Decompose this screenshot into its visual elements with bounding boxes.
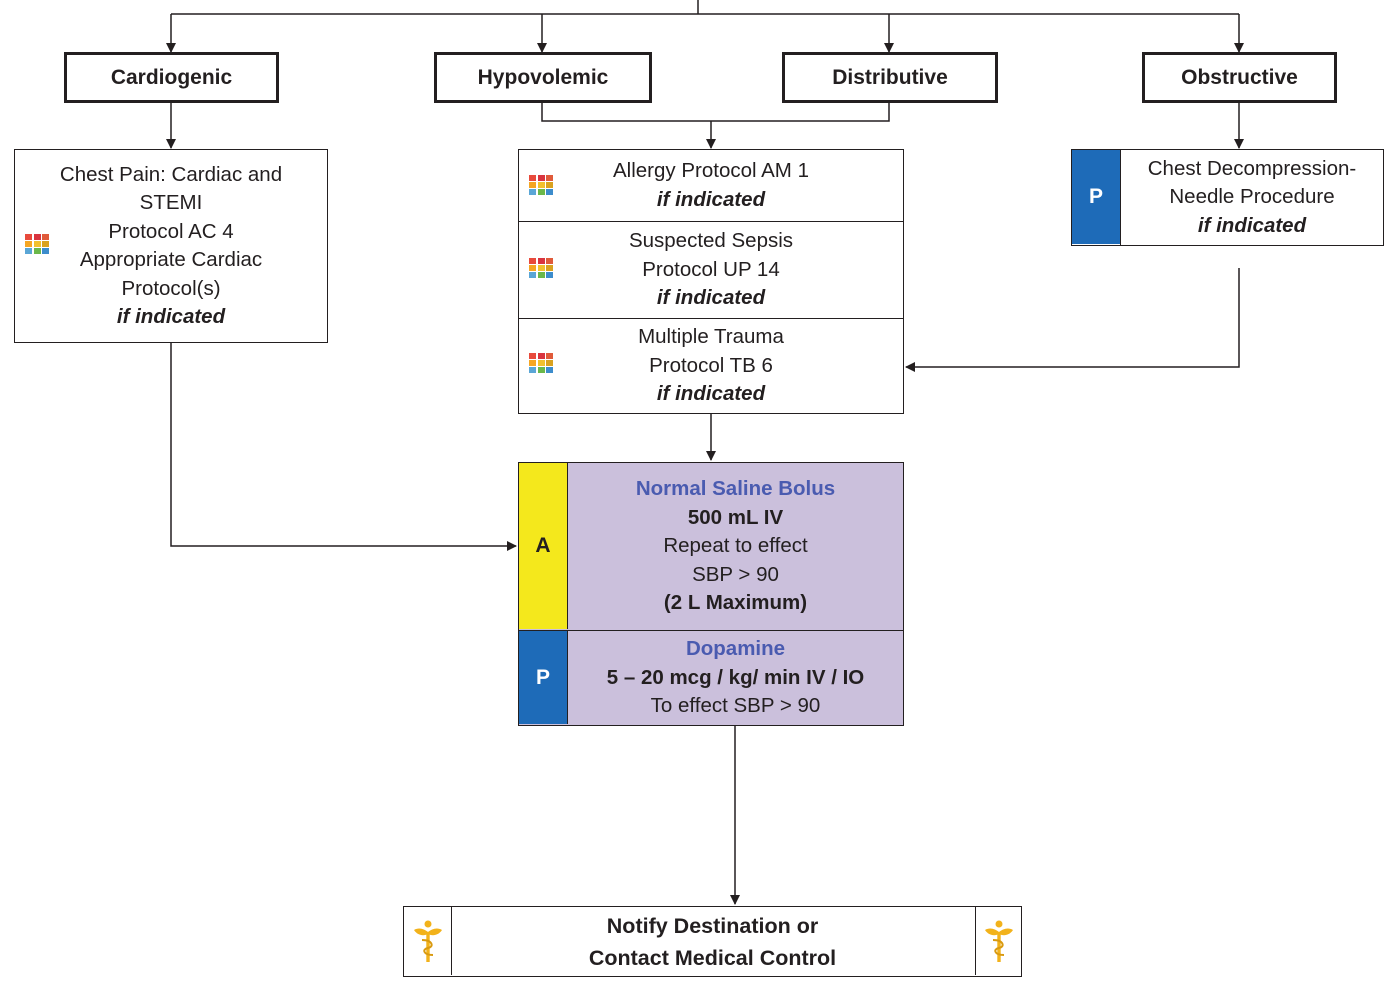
provider-level-a-badge: A <box>519 463 568 629</box>
trauma-line-1: Multiple Trauma <box>638 325 784 349</box>
saline-title: Normal Saline Bolus <box>635 477 836 501</box>
notify-line-2: Contact Medical Control <box>588 945 837 970</box>
allergy-protocol-box: Allergy Protocol AM 1 if indicated <box>518 149 904 222</box>
trauma-protocol-box: Multiple Trauma Protocol TB 6 if indicat… <box>518 318 904 414</box>
arrow-decompression-to-trauma <box>905 268 1240 372</box>
category-hypovolemic: Hypovolemic <box>434 52 652 103</box>
protocol-grid-icon <box>529 258 553 278</box>
dopamine-dose: 5 – 20 mcg / kg/ min IV / IO <box>606 665 865 689</box>
saline-repeat: Repeat to effect <box>663 534 808 558</box>
caduceus-icon <box>413 920 442 962</box>
chest-pain-if-indicated: if indicated <box>116 305 226 328</box>
decompression-line-2: Needle Procedure <box>1169 185 1335 209</box>
notify-line-1: Notify Destination or <box>606 913 819 938</box>
allergy-if-indicated: if indicated <box>656 187 766 211</box>
category-hypovolemic-label: Hypovolemic <box>477 65 609 89</box>
category-obstructive-label: Obstructive <box>1181 65 1298 89</box>
decompression-procedure-box: P Chest Decompression- Needle Procedure … <box>1071 149 1384 246</box>
chest-pain-line-5: Protocol(s) <box>121 276 221 300</box>
sepsis-if-indicated: if indicated <box>656 286 766 310</box>
dopamine-title: Dopamine <box>685 637 786 661</box>
category-distributive-label: Distributive <box>832 65 948 89</box>
saline-sbp-target: SBP > 90 <box>692 562 779 586</box>
sepsis-line-2: Protocol UP 14 <box>642 257 780 281</box>
dopamine-target: To effect SBP > 90 <box>650 694 821 718</box>
chest-pain-line-1: Chest Pain: Cardiac and <box>59 162 283 186</box>
caduceus-icon-left-cell <box>404 907 452 975</box>
protocol-grid-icon <box>529 175 553 195</box>
provider-level-p-badge: P <box>1072 150 1120 244</box>
dopamine-box: P Dopamine 5 – 20 mcg / kg/ min IV / IO … <box>518 630 904 726</box>
notify-medical-control-box: Notify Destination or Contact Medical Co… <box>403 906 1022 977</box>
normal-saline-bolus-box: A Normal Saline Bolus 500 mL IV Repeat t… <box>518 462 904 631</box>
caduceus-icon-right-cell <box>975 907 1021 975</box>
category-distributive: Distributive <box>782 52 998 103</box>
chest-pain-line-3: Protocol AC 4 <box>108 219 234 243</box>
chest-pain-line-4: Appropriate Cardiac <box>79 248 263 271</box>
saline-dose: 500 mL IV <box>687 505 784 529</box>
category-cardiogenic-label: Cardiogenic <box>110 65 233 89</box>
provider-level-p-badge: P <box>519 631 568 724</box>
saline-maximum: (2 L Maximum) <box>663 591 808 615</box>
trauma-line-2: Protocol TB 6 <box>649 353 773 377</box>
decompression-line-1: Chest Decompression- <box>1147 156 1357 180</box>
protocol-grid-icon <box>25 234 49 254</box>
caduceus-icon <box>984 920 1013 962</box>
category-cardiogenic: Cardiogenic <box>64 52 279 103</box>
chest-pain-line-2: STEMI <box>139 191 203 214</box>
protocol-grid-icon <box>529 353 553 373</box>
category-obstructive: Obstructive <box>1142 52 1337 103</box>
arrow-chest-pain-to-saline <box>170 343 517 551</box>
chest-pain-protocol-box: Chest Pain: Cardiac and STEMI Protocol A… <box>14 149 328 343</box>
trauma-if-indicated: if indicated <box>656 382 766 406</box>
sepsis-protocol-box: Suspected Sepsis Protocol UP 14 if indic… <box>518 221 904 319</box>
decompression-if-indicated: if indicated <box>1197 213 1307 237</box>
allergy-line-1: Allergy Protocol AM 1 <box>613 159 809 182</box>
sepsis-line-1: Suspected Sepsis <box>628 229 794 253</box>
hypo-distributive-merge-line <box>541 103 890 122</box>
